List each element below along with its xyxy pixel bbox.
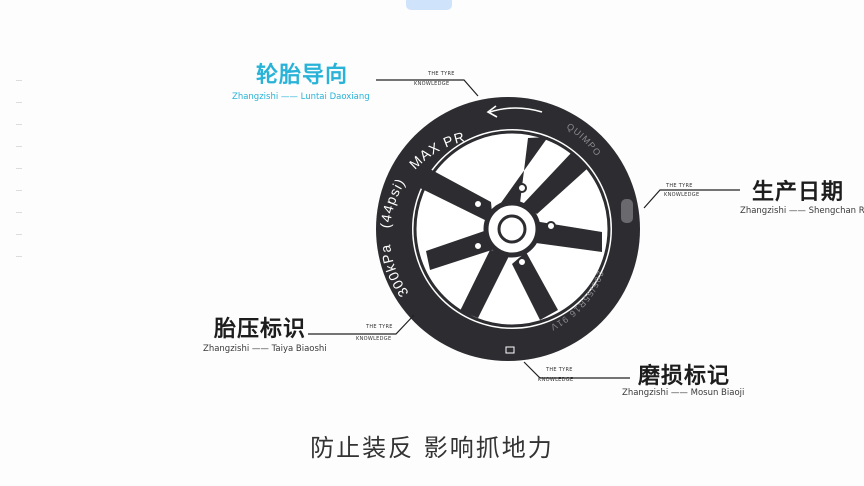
connector-tag-top-1: THE TYRE	[428, 71, 455, 77]
label-wear-mark: 磨损标记	[638, 364, 731, 389]
label-production-date: 生产日期	[752, 180, 845, 205]
label-tire-direction: 轮胎导向	[256, 63, 349, 88]
connector-tag-top-3: THE TYRE	[366, 324, 393, 330]
wear-indicator-mark	[505, 346, 515, 354]
label-production-date-pinyin: Zhangzishi —— Shengchan Riqi	[740, 206, 864, 216]
label-tire-pressure-pinyin: Zhangzishi —— Taiya Biaoshi	[203, 344, 327, 354]
top-tab-handle[interactable]	[406, 0, 452, 10]
left-edge-ruler	[16, 80, 28, 280]
label-tire-pressure: 胎压标识	[214, 317, 307, 342]
connector-tag-top-2: THE TYRE	[666, 183, 693, 189]
caption-subtitle: 防止装反 影响抓地力	[310, 434, 554, 462]
connector-tag-bottom-4: KNOWLEDGE	[538, 377, 574, 383]
lug-nuts	[473, 183, 556, 267]
connector-tag-bottom-2: KNOWLEDGE	[664, 192, 700, 198]
label-wear-mark-pinyin: Zhangzishi —— Mosun Biaoji	[622, 388, 745, 398]
wheel-spokes	[420, 137, 602, 320]
label-tire-direction-pinyin: Zhangzishi —— Luntai Daoxiang	[232, 92, 370, 102]
arrow-left-icon	[486, 105, 543, 118]
connector-tag-bottom-1: KNOWLEDGE	[414, 81, 450, 87]
connector-lines	[308, 79, 740, 379]
sidewall-max-press: MAX PRESS	[0, 0, 467, 172]
connector-tag-top-4: THE TYRE	[546, 367, 573, 373]
dot-code-badge	[621, 199, 633, 223]
connector-tag-bottom-3: KNOWLEDGE	[356, 336, 392, 342]
